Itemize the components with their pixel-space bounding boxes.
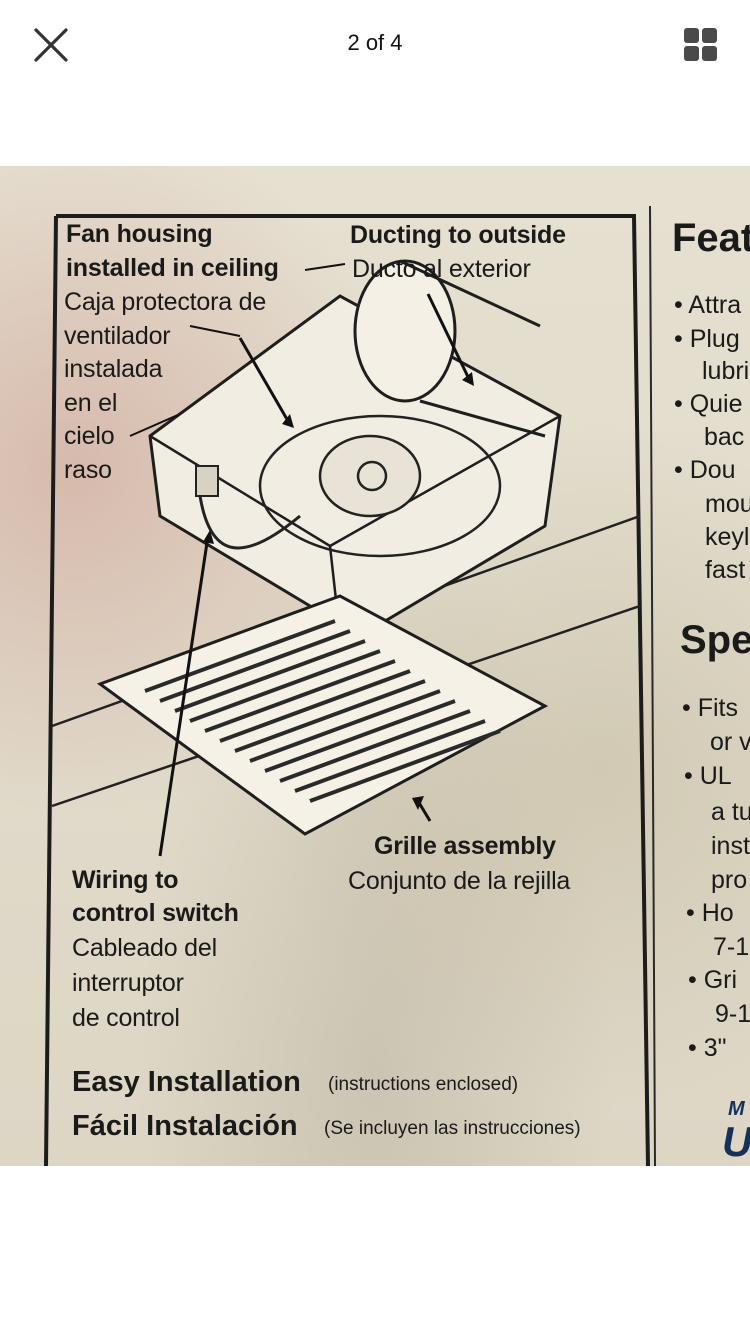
features-item-3: lubri (702, 357, 750, 385)
features-item-2: • Plug (674, 325, 740, 353)
fan-housing-label-en-2: installed in ceiling (66, 254, 279, 282)
grille-label-en: Grille assembly (374, 832, 556, 860)
features-item-4: • Quie (674, 390, 743, 418)
logo-text-bottom: U (722, 1118, 750, 1165)
wiring-label-en-1: Wiring to (72, 866, 179, 894)
fan-housing-label-es-6: raso (64, 456, 112, 484)
wiring-label-es-2: interruptor (72, 969, 184, 997)
specs-item-2: or v (710, 728, 750, 756)
ducting-label-en: Ducting to outside (350, 221, 566, 249)
features-item-5: bac (704, 423, 745, 451)
grid-view-button[interactable] (676, 22, 724, 70)
specs-item-1: • Fits (682, 694, 738, 722)
fan-housing-label-es-1: Caja protectora de (64, 288, 267, 316)
easy-installation-en-note: (instructions enclosed) (328, 1074, 519, 1095)
easy-installation-es: Fácil Instalación (72, 1110, 298, 1142)
specs-heading: Spe (680, 618, 750, 662)
features-item-8: keyl (705, 523, 750, 551)
logo-text-top: M (728, 1098, 745, 1120)
specs-item-4: a tu (711, 798, 750, 826)
features-item-9: fast (705, 556, 746, 584)
image-counter: 2 of 4 (347, 30, 403, 55)
features-item-1: • Attra (674, 291, 742, 319)
grille-label-es: Conjunto de la rejilla (348, 867, 571, 895)
wiring-label-es-3: de control (72, 1004, 180, 1032)
fan-housing-label-en-1: Fan housing (66, 220, 213, 248)
specs-item-5: inst (711, 832, 750, 860)
easy-installation-en: Easy Installation (72, 1066, 301, 1098)
close-icon (34, 28, 68, 62)
features-item-6: • Dou (674, 456, 736, 484)
wiring-label-es-1: Cableado del (72, 934, 217, 962)
specs-item-7: • Ho (686, 899, 734, 927)
specs-item-11: • 3" (688, 1034, 727, 1062)
fan-housing-label-es-3: instalada (64, 355, 163, 383)
fan-housing-label-es-2: ventilador (64, 322, 171, 350)
wiring-label-en-2: control switch (72, 899, 239, 927)
close-button[interactable] (22, 18, 78, 74)
specs-item-8: 7-1 (713, 933, 750, 961)
specs-item-6: pro (711, 866, 748, 894)
features-heading: Feat (672, 216, 750, 260)
easy-installation-es-note: (Se incluyen las instrucciones) (324, 1118, 581, 1139)
fan-diagram-illustration (44, 205, 656, 1166)
specs-item-9: • Gri (688, 966, 738, 994)
ducting-label-es: Ducto al exterior (352, 255, 531, 283)
features-item-7: mou (705, 490, 750, 518)
fan-housing-label-es-5: cielo (64, 422, 115, 450)
specs-item-3: • UL (684, 762, 732, 790)
fan-housing-label-es-4: en el (64, 389, 118, 417)
top-bar: 2 of 4 (0, 0, 750, 90)
product-photo[interactable]: Fan housing installed in ceiling Caja pr… (0, 166, 750, 1166)
specs-item-10: 9-1 (715, 1000, 750, 1028)
